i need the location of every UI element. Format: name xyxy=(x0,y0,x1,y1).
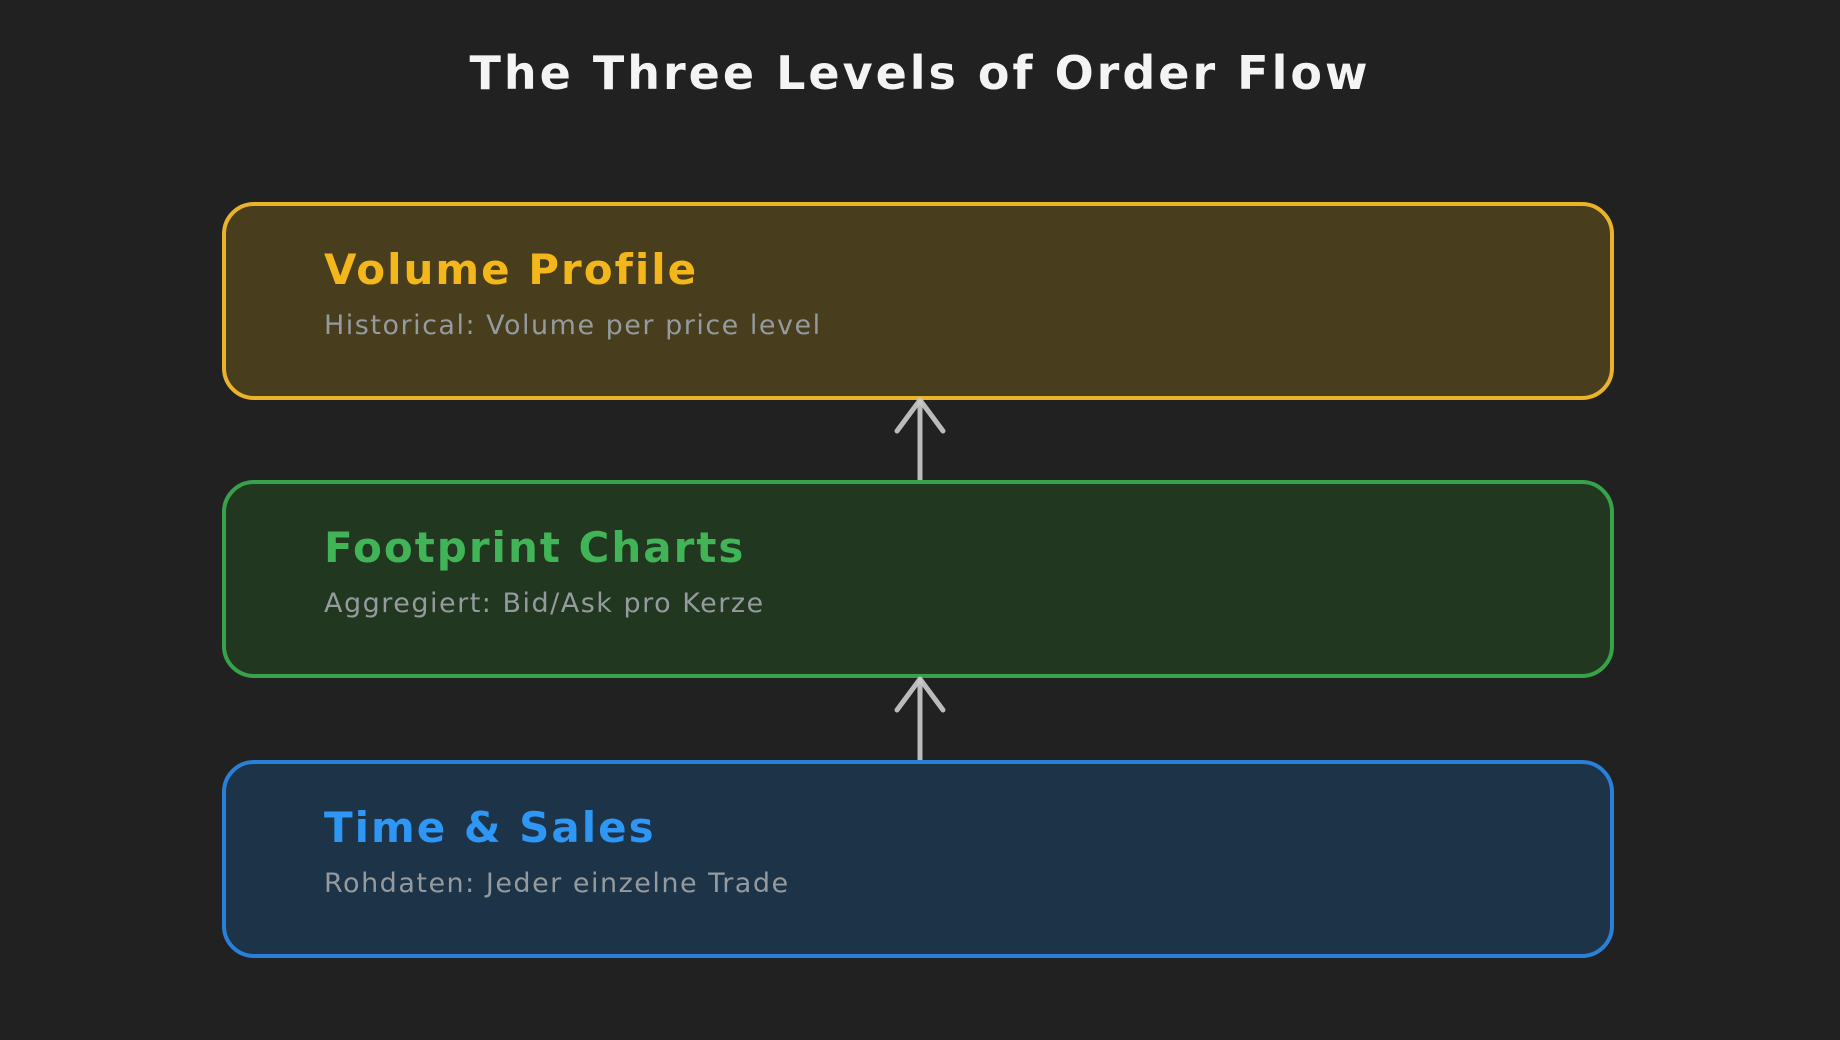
level-subtitle-time-and-sales: Rohdaten: Jeder einzelne Trade xyxy=(324,868,790,900)
level-title-volume-profile: Volume Profile xyxy=(324,245,699,294)
level-box-footprint-charts: Footprint Charts Aggregiert: Bid/Ask pro… xyxy=(222,480,1614,678)
level-box-time-and-sales: Time & Sales Rohdaten: Jeder einzelne Tr… xyxy=(222,760,1614,958)
level-box-volume-profile: Volume Profile Historical: Volume per pr… xyxy=(222,202,1614,400)
level-title-footprint-charts: Footprint Charts xyxy=(324,523,746,572)
page-title: The Three Levels of Order Flow xyxy=(469,46,1371,100)
level-title-time-and-sales: Time & Sales xyxy=(324,803,656,852)
level-subtitle-volume-profile: Historical: Volume per price level xyxy=(324,310,822,342)
arrow-up-icon xyxy=(880,395,960,485)
level-subtitle-footprint-charts: Aggregiert: Bid/Ask pro Kerze xyxy=(324,588,765,620)
arrow-up-icon xyxy=(880,674,960,764)
